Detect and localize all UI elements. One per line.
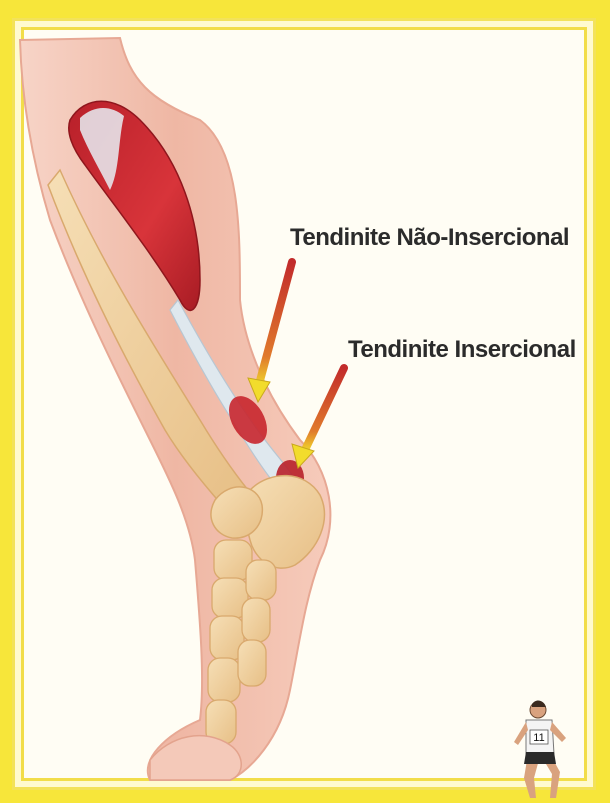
label-insertional-tendinitis: Tendinite Insercional [348, 336, 576, 364]
arrow-icon [292, 368, 344, 468]
runner-bib: 11 [533, 732, 544, 744]
arrow-icon [248, 262, 292, 402]
runner-icon: 11 [506, 698, 576, 798]
label-non-insertional-tendinitis: Tendinite Não-Insercional [290, 224, 569, 252]
